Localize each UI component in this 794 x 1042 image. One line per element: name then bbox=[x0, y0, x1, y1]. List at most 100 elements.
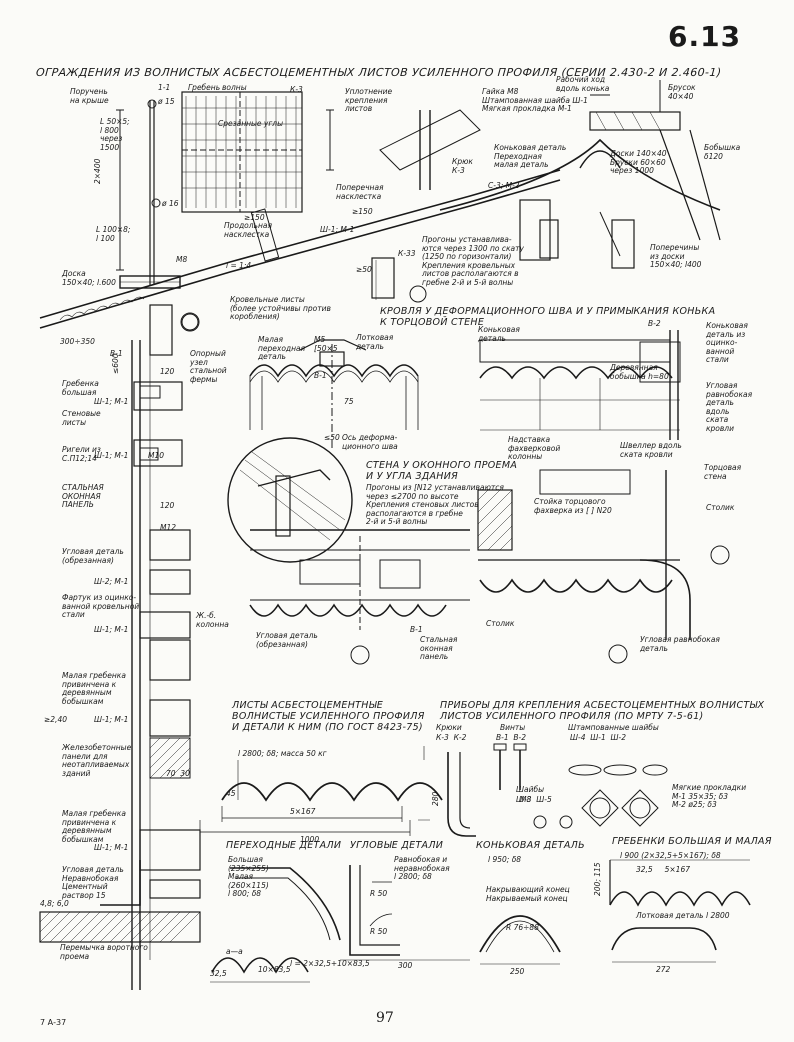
label: Ш-2; М-1 bbox=[94, 577, 129, 586]
label: ≥150 bbox=[244, 213, 265, 222]
label: R 50 bbox=[370, 889, 388, 898]
label: ø 16 bbox=[162, 199, 179, 208]
transition-details bbox=[210, 867, 341, 983]
corner-details bbox=[340, 865, 470, 961]
label: В-2 bbox=[648, 319, 661, 328]
heading-transition: ПЕРЕХОДНЫЕ ДЕТАЛИ bbox=[226, 840, 342, 851]
label: Кровельные листы (более устойчивы против… bbox=[230, 295, 331, 321]
window-wall-section bbox=[249, 469, 730, 665]
label: волны bbox=[222, 83, 247, 92]
rail-and-wall-section bbox=[39, 99, 201, 990]
fasteners-drawings bbox=[418, 743, 668, 837]
label: Доска 150×40; l.600 bbox=[62, 269, 116, 287]
label: Гайка М8 Штампованная шайба Ш-1 Мягкая п… bbox=[482, 87, 588, 113]
label: Угловая равнобокая деталь вдоль ската кр… bbox=[706, 381, 753, 433]
label: R 50 bbox=[370, 927, 388, 936]
label: а—а bbox=[226, 947, 243, 956]
label: Лотковая деталь l 2800 bbox=[636, 911, 730, 920]
label: Доски 140×40 Бруски 60×60 через 1000 bbox=[610, 149, 667, 175]
label: СТАЛЬНАЯ ОКОННАЯ ПАНЕЛЬ bbox=[62, 483, 104, 509]
label: Коньковая деталь Переходная малая деталь bbox=[494, 143, 567, 169]
label: ≤600 bbox=[111, 353, 120, 374]
label: Ш-1; М-1 bbox=[94, 843, 129, 852]
label: Коньковая деталь из оцинко- ванной стали bbox=[706, 321, 748, 364]
label: М12 bbox=[160, 523, 177, 532]
label: Деревянная бобышка h=80 bbox=[610, 363, 669, 381]
print-code: 7 А-37 bbox=[40, 1018, 67, 1027]
label: ≥150 bbox=[352, 207, 373, 216]
label: С-3; М-2 bbox=[488, 181, 520, 190]
label: Ригели из С.П12;14 bbox=[62, 445, 101, 463]
label: Малая гребенка привинчена к деревянным б… bbox=[62, 671, 126, 706]
label: l = 2×32,5+10×83,5 bbox=[290, 959, 370, 968]
heading-sheets-details: ЛИСТЫ АСБЕСТОЦЕМЕНТНЫЕ ВОЛНИСТЫЕ УСИЛЕНН… bbox=[232, 700, 425, 733]
label: Прогоны из [N12 устанавливаются через ≤2… bbox=[366, 483, 504, 526]
label: Бобышка δ120 bbox=[704, 143, 741, 161]
label: Продольная насклестка bbox=[224, 221, 272, 239]
label: i = 1:4 bbox=[226, 261, 252, 270]
label: 200; 115 bbox=[593, 862, 602, 896]
label: Стальная оконная панель bbox=[420, 635, 458, 661]
label: Ж.-б. колонна bbox=[196, 611, 229, 629]
label: 1000 bbox=[300, 835, 320, 844]
magnified-circle-detail bbox=[227, 437, 353, 563]
page-tag: 6.13 bbox=[668, 20, 742, 53]
label: 2×400 bbox=[93, 158, 102, 184]
label: Опорный узел стальной фермы bbox=[190, 349, 227, 384]
label: М5 [50×5 bbox=[314, 335, 338, 353]
label: М8 bbox=[520, 795, 532, 804]
label: Накрывающий конец Накрываемый конец bbox=[486, 885, 570, 903]
label: Лотковая деталь bbox=[356, 333, 394, 351]
label: Ш-3 Ш-5 bbox=[516, 795, 552, 804]
label: 300 bbox=[398, 961, 413, 970]
label: Большая (235×255) Малая (260×115) l 800;… bbox=[228, 855, 269, 898]
heading-fasteners: ПРИБОРЫ ДЛЯ КРЕПЛЕНИЯ АСБЕСТОЦЕМЕНТНЫХ В… bbox=[440, 700, 765, 722]
label: Стойка торцового фахверка из [ ] N20 bbox=[534, 497, 612, 515]
heading-window-wall: СТЕНА У ОКОННОГО ПРОЕМА И У УГЛА ЗДАНИЯ bbox=[366, 460, 518, 482]
label: R 76÷88 bbox=[506, 923, 539, 932]
label: Швеллер вдоль ската кровли bbox=[620, 441, 682, 459]
label: 120 bbox=[160, 367, 175, 376]
label: Прогоны устанавлива- ются через 1300 по … bbox=[422, 235, 524, 287]
label: Угловая деталь Неравнобокая Цементный ра… bbox=[62, 865, 124, 900]
label: Поперечная насклестка bbox=[336, 183, 384, 201]
sheet-profile-drawing bbox=[199, 760, 443, 836]
label: Ш-4 Ш-1 Ш-2 bbox=[570, 733, 627, 742]
label: Фартук из оцинко- ванной кровельной стал… bbox=[62, 593, 140, 619]
label: l 2800; δ8; масса 50 кг bbox=[238, 749, 327, 758]
label: В-1 bbox=[314, 371, 327, 380]
label: Уплотнение крепления листов bbox=[345, 87, 393, 113]
label: Ш-1; М-1 bbox=[94, 715, 129, 724]
heading-corner: УГЛОВЫЕ ДЕТАЛИ bbox=[350, 840, 444, 851]
label: 32,5 5×167 bbox=[636, 865, 690, 874]
label: Ш-1; М-1 bbox=[94, 451, 129, 460]
label: Коньковая деталь bbox=[478, 325, 520, 343]
heading-deformation-seam: КРОВЛЯ У ДЕФОРМАЦИОННОГО ШВА И У ПРИМЫКА… bbox=[380, 306, 716, 328]
label: 280 bbox=[431, 791, 440, 806]
label: Ш-1; М-1 bbox=[94, 625, 129, 634]
label: В-1 bbox=[410, 625, 423, 634]
label: 1-1 bbox=[158, 83, 171, 92]
label: Угловая деталь (обрезанная) bbox=[62, 547, 124, 565]
label: Ш-1; М-1 bbox=[320, 225, 355, 234]
label: Перемычка воротного проема bbox=[60, 943, 148, 961]
label: К-33 bbox=[398, 249, 416, 258]
label: 4,8; 6,0 bbox=[40, 899, 69, 908]
label: Брусок 40×40 bbox=[668, 83, 696, 101]
label: Столик bbox=[706, 503, 735, 512]
label: 70 30 bbox=[166, 769, 190, 778]
label: 300÷350 bbox=[60, 337, 95, 346]
label: 5×167 bbox=[290, 807, 316, 816]
label: Надставка фахверковой колонны bbox=[508, 435, 561, 461]
label: L 100×8; l 100 bbox=[96, 225, 131, 243]
label: Ось деформа- ционного шва bbox=[342, 433, 398, 451]
label: Гребенка большая bbox=[62, 379, 99, 397]
label: Торцовая стена bbox=[704, 463, 742, 481]
sloped-roof bbox=[39, 169, 561, 356]
label: Угловая равнобокая деталь bbox=[640, 635, 720, 653]
label: Винты bbox=[500, 723, 526, 732]
label: Равнобокая и неравнобокая l 2800; δ8 bbox=[394, 855, 450, 881]
label: Срезанные углы bbox=[218, 119, 284, 128]
label: Гребень bbox=[188, 83, 221, 92]
label: В-1 В-2 bbox=[496, 733, 527, 742]
